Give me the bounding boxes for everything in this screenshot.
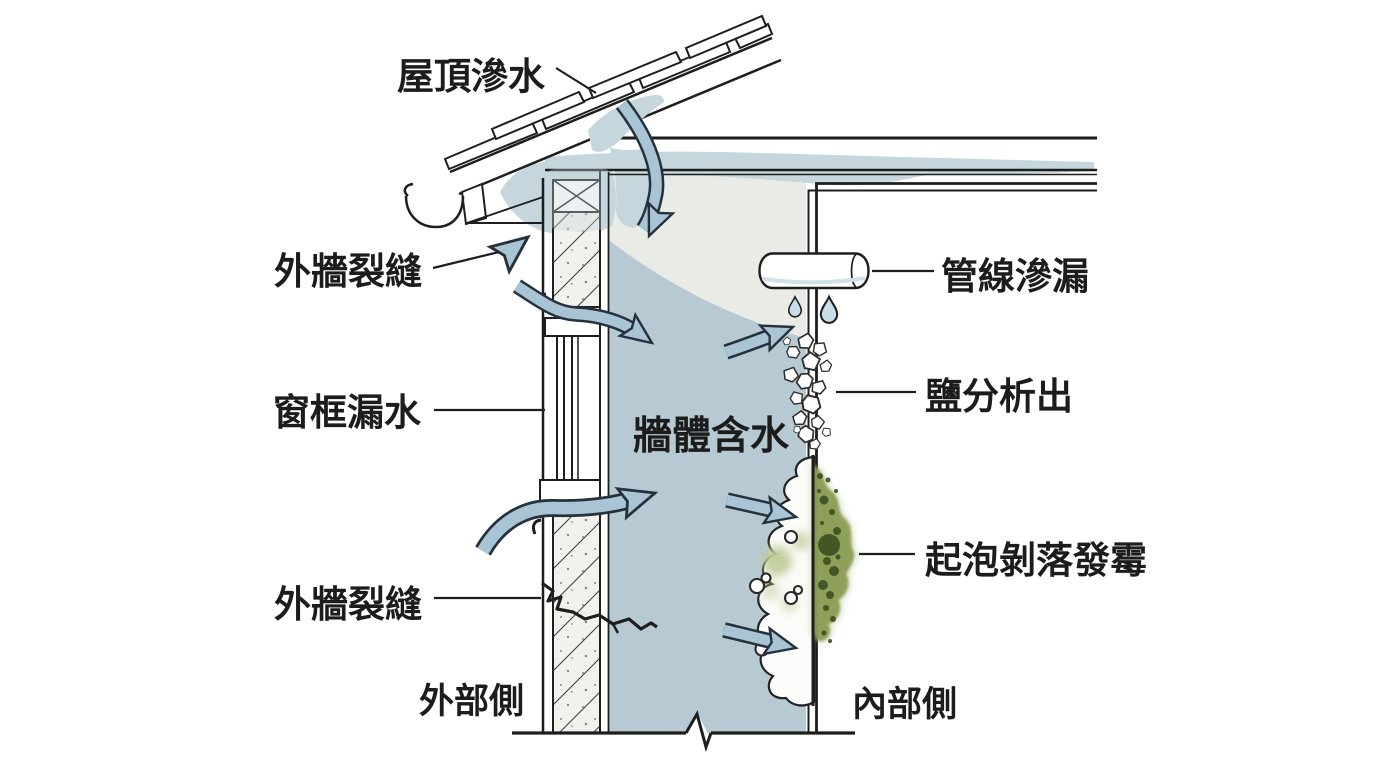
label-crack-upper: 外牆裂縫 bbox=[274, 251, 422, 292]
label-wall-moisture: 牆體含水 bbox=[633, 415, 790, 458]
moisture-migration-arrow-middle bbox=[725, 492, 801, 531]
lower-crack-leak-arrow bbox=[475, 477, 661, 556]
moisture-migration-arrow-upper bbox=[723, 313, 799, 360]
pipe-end-cap bbox=[850, 253, 857, 288]
roof-shingles bbox=[443, 14, 774, 171]
roof-leak-arrow bbox=[615, 99, 674, 243]
label-mold: 起泡剝落發霉 bbox=[925, 540, 1147, 581]
mold-damage bbox=[748, 455, 855, 707]
sill-drip-hook bbox=[531, 518, 542, 535]
labels: 屋頂滲水 外牆裂縫 窗框漏水 外牆裂縫 外部側 牆體含水 管線滲漏 鹽分析出 起… bbox=[273, 56, 1147, 724]
top-plate-cross bbox=[552, 179, 601, 213]
roof-deck-top-line bbox=[449, 36, 773, 174]
pipe-water-line bbox=[762, 276, 865, 285]
eave bbox=[403, 182, 544, 229]
leader-crack-upper bbox=[432, 250, 500, 270]
roof-runoff-stain bbox=[610, 148, 654, 228]
break-mark bbox=[684, 710, 713, 752]
soffit-diagonal bbox=[466, 196, 544, 224]
ceiling-structure bbox=[545, 136, 1097, 733]
label-window-leak: 窗框漏水 bbox=[273, 392, 422, 433]
ceiling-stain bbox=[545, 151, 1094, 186]
label-roof-leak: 屋頂滲水 bbox=[397, 56, 546, 97]
wall-crack bbox=[541, 581, 658, 631]
label-salt: 鹽分析出 bbox=[925, 376, 1073, 417]
ground-line bbox=[512, 710, 855, 752]
leader-roof-leak bbox=[555, 67, 597, 94]
shingle-gap-stain bbox=[588, 94, 664, 152]
moisture-migration-arrow-lower bbox=[722, 622, 801, 662]
window-glazing bbox=[556, 336, 565, 480]
label-exterior-side: 外部側 bbox=[419, 682, 524, 721]
moisture-fill bbox=[609, 240, 806, 733]
fascia-board bbox=[460, 182, 488, 226]
roof-assembly bbox=[403, 14, 782, 229]
mold-spots bbox=[817, 473, 841, 643]
label-pipe-leak: 管線滲漏 bbox=[941, 256, 1089, 297]
exterior-wall-panel-lower bbox=[552, 512, 601, 734]
label-crack-lower: 外牆裂縫 bbox=[274, 584, 422, 625]
pipe bbox=[758, 252, 870, 324]
wall-crack-branch bbox=[611, 623, 620, 634]
eave-stain-tint bbox=[550, 166, 608, 232]
water-flow-arrows bbox=[475, 99, 801, 662]
leader-lines bbox=[432, 67, 934, 600]
gutter bbox=[403, 182, 465, 229]
window-jamb bbox=[571, 335, 601, 481]
label-interior-side: 內部側 bbox=[852, 685, 957, 724]
window-head-leak-arrow bbox=[512, 279, 661, 355]
